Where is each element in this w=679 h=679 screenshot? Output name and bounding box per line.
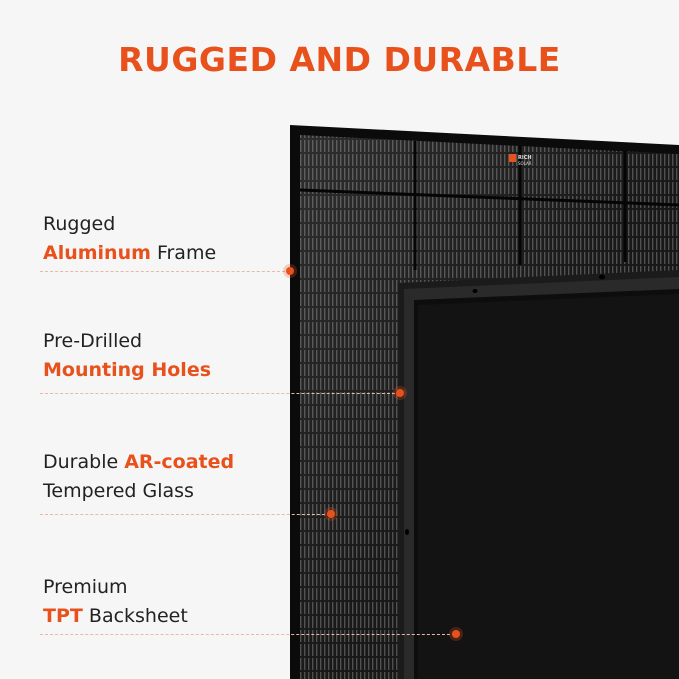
leader-line-4 — [40, 634, 455, 635]
callout-dot-4 — [452, 630, 460, 638]
callout-dot-1 — [286, 267, 294, 275]
feature-aluminum-frame: Rugged Aluminum Frame — [43, 210, 216, 268]
feature-3-line2: Tempered Glass — [43, 480, 194, 502]
headline: RUGGED AND DURABLE — [118, 40, 561, 79]
feature-3-prefix: Durable — [43, 451, 119, 473]
feature-2-line2: Mounting Holes — [43, 356, 211, 385]
tpt-backsheet — [418, 294, 679, 679]
feature-tpt-backsheet: Premium TPT Backsheet — [43, 573, 188, 631]
feature-2-line1: Pre-Drilled — [43, 330, 143, 352]
mounting-holes — [405, 274, 605, 535]
callout-dot-2 — [396, 389, 404, 397]
feature-1-line2: Aluminum Frame — [43, 239, 216, 268]
brand-logo-line1: RICH — [518, 155, 532, 161]
leader-line-1 — [40, 271, 290, 272]
callout-dot-3 — [327, 510, 335, 518]
feature-4-suffix: Backsheet — [88, 605, 188, 627]
leader-line-3 — [40, 514, 330, 515]
feature-mounting-holes: Pre-Drilled Mounting Holes — [43, 327, 211, 385]
leader-line-2 — [40, 393, 400, 394]
feature-1-highlight: Aluminum — [43, 242, 151, 264]
feature-3-highlight: AR-coated — [124, 451, 235, 473]
feature-4-line1: Premium — [43, 576, 128, 598]
feature-1-line1: Rugged — [43, 213, 116, 235]
feature-4-line2: TPT Backsheet — [43, 602, 188, 631]
feature-4-highlight: TPT — [43, 605, 83, 627]
feature-3-line1: Durable AR-coated — [43, 448, 234, 477]
brand-logo-line2: SOLAR — [518, 161, 532, 166]
feature-2-highlight: Mounting Holes — [43, 359, 212, 381]
feature-1-suffix: Frame — [156, 242, 217, 264]
feature-ar-coated-glass: Durable AR-coated Tempered Glass — [43, 448, 234, 506]
